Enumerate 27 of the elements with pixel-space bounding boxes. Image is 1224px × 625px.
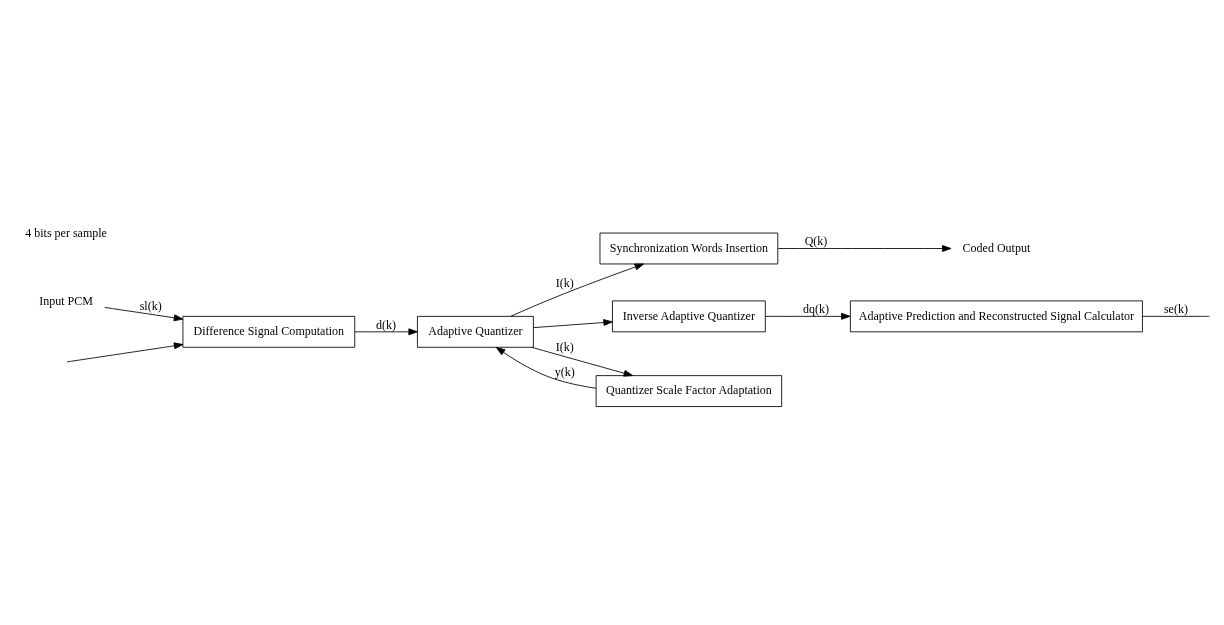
arrow [354, 328, 418, 336]
edge-label: d(k) [376, 317, 397, 332]
arrow [104, 307, 184, 322]
node-box: Difference Signal Computation [182, 315, 356, 348]
node-box: Quantizer Scale Factor Adaptation [595, 375, 783, 407]
arrow [531, 346, 634, 377]
node-box: Inverse Adaptive Quantizer [612, 300, 766, 333]
edge-label: sl(k) [139, 298, 162, 313]
arrow [66, 342, 184, 363]
node-text: Coded Output [962, 240, 1031, 255]
arrow [495, 347, 597, 389]
edge-label: y(k) [554, 364, 575, 379]
edge-label: se(k) [1163, 302, 1188, 317]
arrow [533, 319, 613, 329]
connector [1142, 315, 1210, 317]
node-box: Synchronization Words Insertion [599, 232, 779, 265]
label: 4 bits per sample [25, 226, 107, 241]
arrow [777, 245, 952, 252]
edge-label: I(k) [555, 339, 574, 354]
arrow [510, 263, 645, 317]
node-box: Adaptive Prediction and Reconstructed Signal Calculator [849, 300, 1143, 333]
node-box: Adaptive Quantizer [417, 315, 534, 348]
node-text: Input PCM [39, 293, 93, 308]
edge-label: I(k) [555, 276, 574, 291]
edge-label: dq(k) [803, 302, 830, 317]
edge-label: Q(k) [804, 234, 828, 249]
arrow [764, 312, 851, 320]
